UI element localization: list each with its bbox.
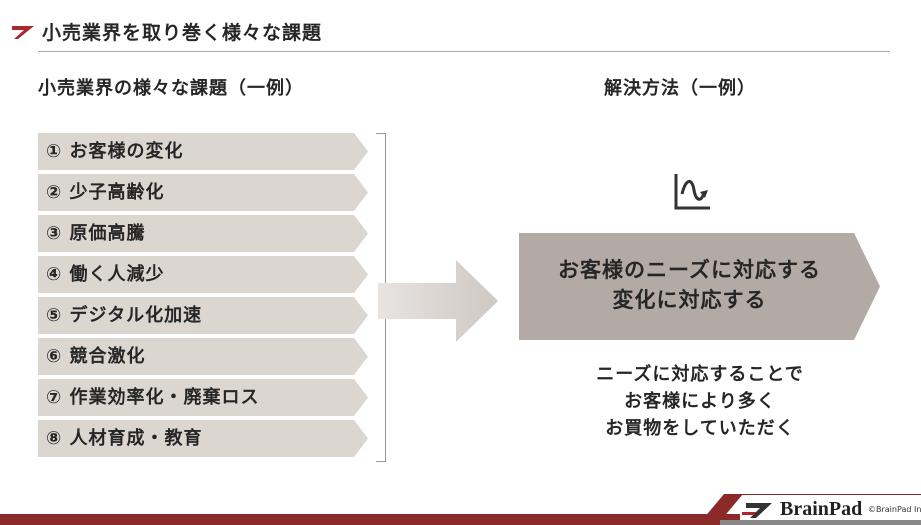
brand-logo: BrainPad — [780, 498, 863, 520]
issue-item: ⑦ 作業効率化・廃棄ロス — [38, 379, 368, 416]
issues-heading: 小売業界の様々な課題（一例） — [38, 78, 304, 99]
issue-item: ⑥ 競合激化 — [38, 338, 368, 375]
solution-line: お客様のニーズに対応する — [558, 258, 821, 282]
benefit-line: お買物をしていただく — [605, 418, 795, 439]
issue-item: ② 少子高齢化 — [38, 174, 368, 211]
benefit-text: ニーズに対応することで お客様により多く お買物をしていただく — [540, 361, 860, 442]
footer-grey-band — [720, 520, 921, 525]
right-arrow-icon — [378, 260, 498, 342]
brainpad-logo-icon — [742, 503, 772, 518]
issue-item: ⑧ 人材育成・教育 — [38, 420, 368, 457]
title-divider — [38, 51, 890, 52]
footer-band — [0, 514, 740, 525]
trend-chart-icon — [674, 174, 710, 210]
issue-item: ③ 原価高騰 — [38, 215, 368, 252]
page-title: 小売業界を取り巻く様々な課題 — [42, 22, 323, 44]
copyright: ©BrainPad Inc. — [868, 505, 921, 514]
issue-item: ⑤ デジタル化加速 — [38, 297, 368, 334]
solution-heading: 解決方法（一例） — [604, 78, 756, 99]
benefit-line: お客様により多く — [624, 391, 776, 412]
solution-line: 変化に対応する — [612, 288, 767, 312]
footer-line — [740, 494, 921, 495]
benefit-line: ニーズに対応することで — [596, 364, 804, 385]
brand-mark-icon — [12, 26, 34, 39]
solution-box: お客様のニーズに対応する 変化に対応する — [519, 233, 880, 340]
issue-item: ① お客様の変化 — [38, 133, 368, 170]
issue-item: ④ 働く人減少 — [38, 256, 368, 293]
